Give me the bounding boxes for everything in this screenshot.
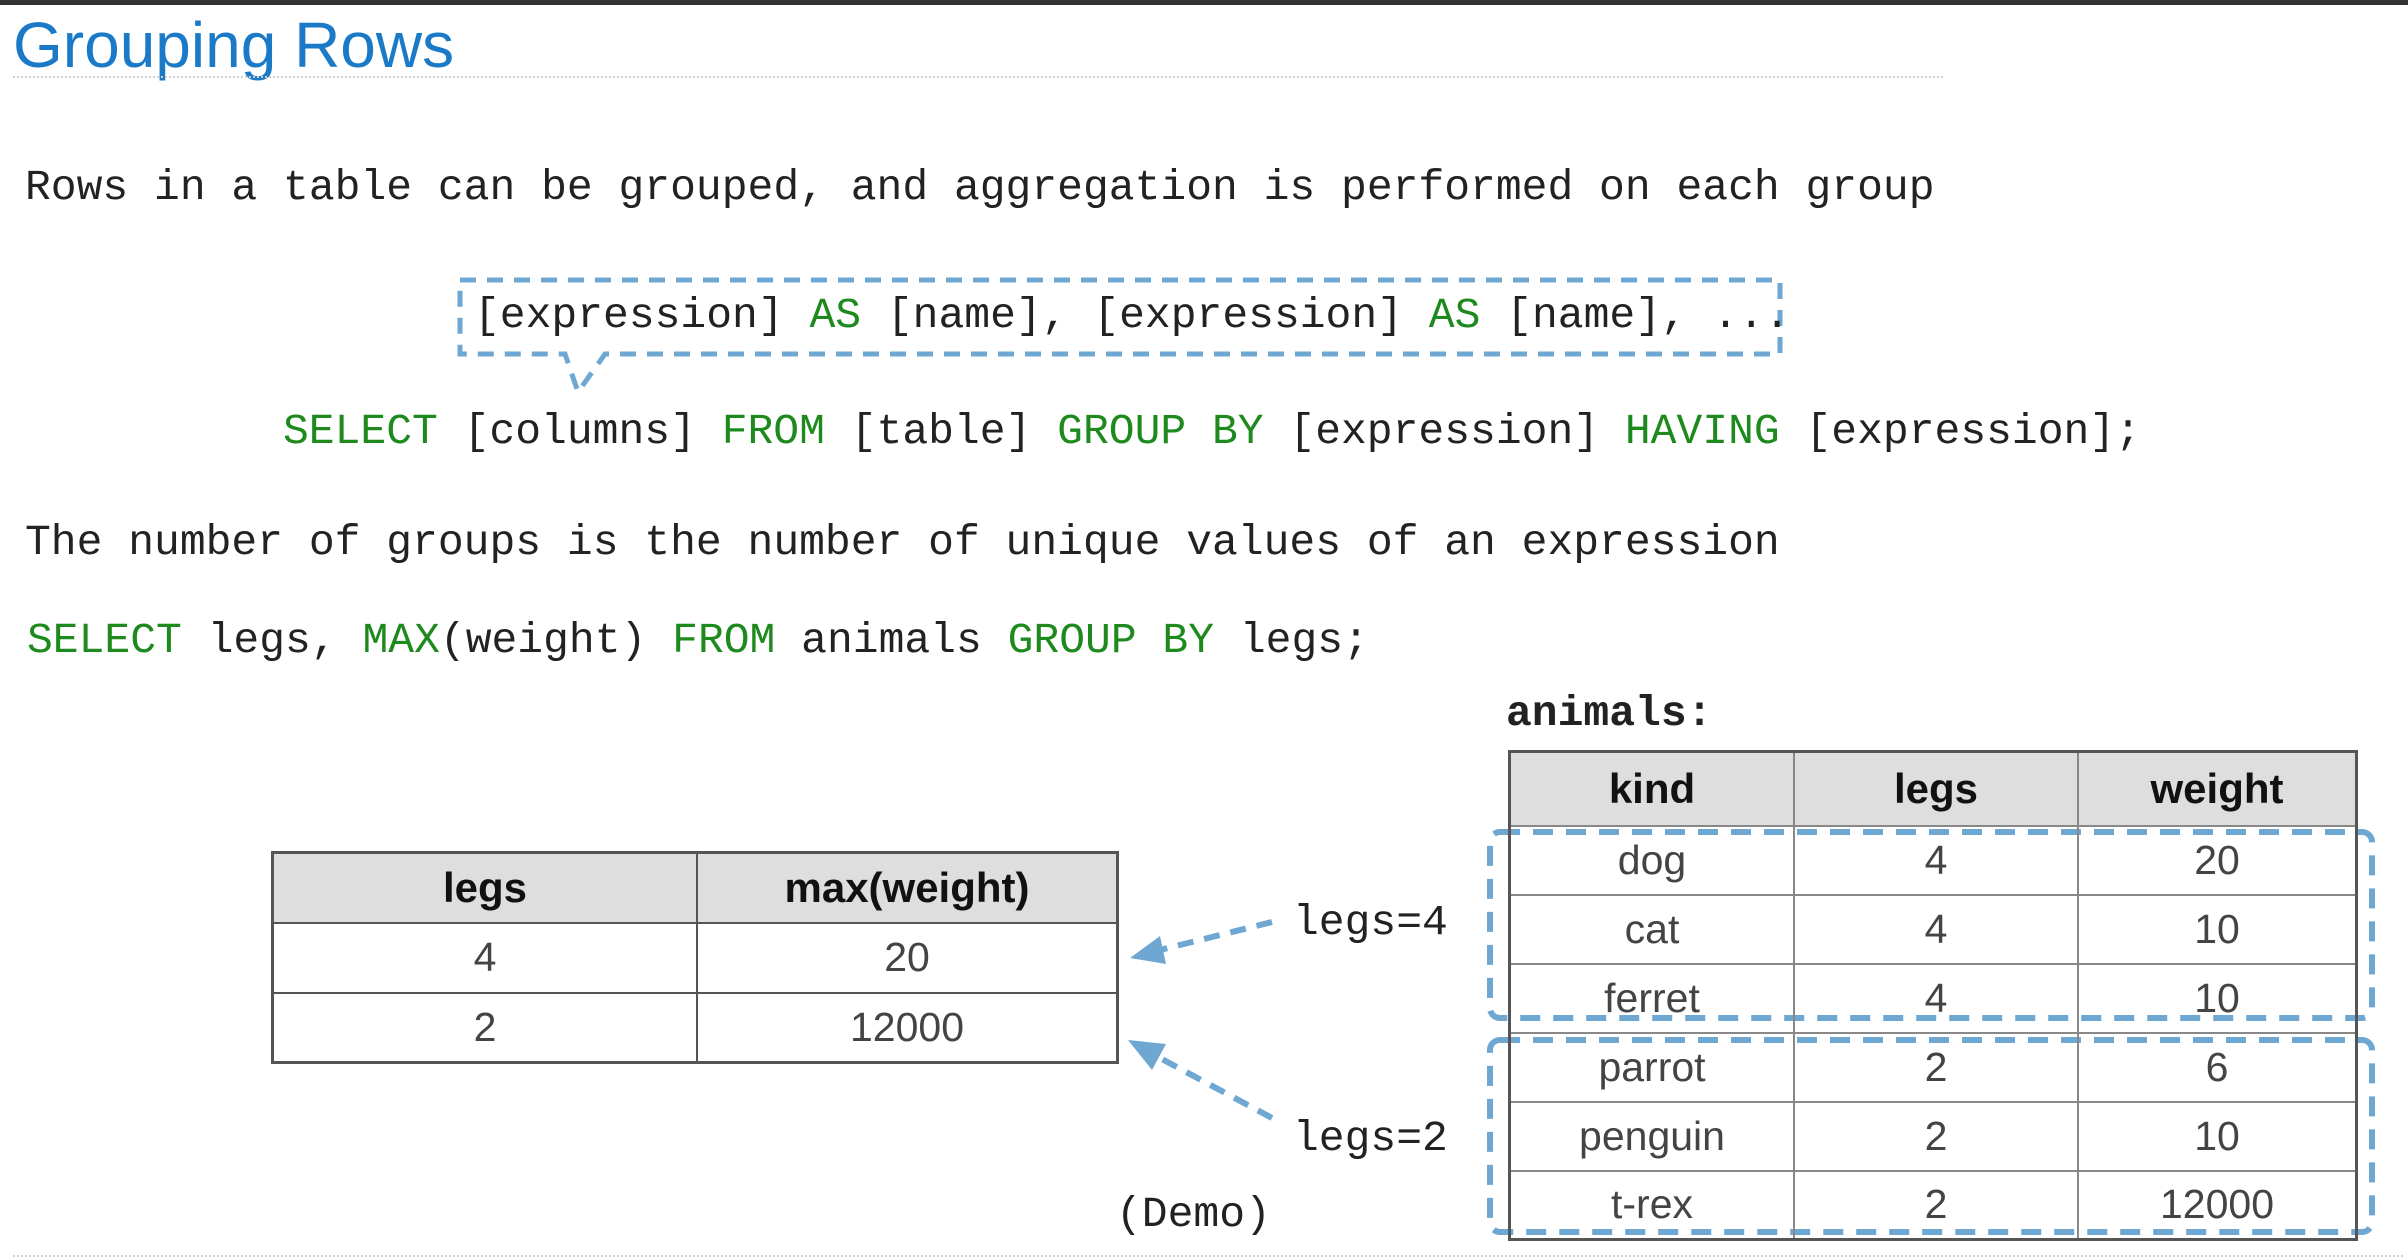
top-bar: [0, 0, 2408, 5]
animals-cell: penguin: [1508, 1100, 1795, 1172]
columns-callout-box: [457, 277, 1783, 398]
select-syntax: SELECT [columns] FROM [table] GROUP BY […: [283, 407, 2141, 456]
table-row: 4 20: [271, 921, 1119, 994]
arrow-legs2-head: [1128, 1040, 1166, 1070]
groups-note: The number of groups is the number of un…: [25, 518, 1780, 567]
columns-expansion: [expression] AS [name], [expression] AS …: [474, 291, 1791, 340]
animals-cell: 20: [2077, 824, 2358, 896]
animals-header-legs: legs: [1793, 750, 2079, 827]
animals-cell: cat: [1508, 893, 1795, 965]
table-row: penguin 2 10: [1508, 1100, 2358, 1172]
table-row: 2 12000: [271, 991, 1119, 1064]
table-row: dog 4 20: [1508, 824, 2358, 896]
intro-text: Rows in a table can be grouped, and aggr…: [25, 163, 1935, 212]
result-table: legs max(weight) 4 20 2 12000: [271, 851, 1119, 1064]
demo-label: (Demo): [1116, 1190, 1271, 1239]
animals-table: kind legs weight dog 4 20 cat 4 10 ferre…: [1508, 750, 2358, 1241]
animals-cell: parrot: [1508, 1031, 1795, 1103]
animals-cell: 10: [2077, 1100, 2358, 1172]
arrow-legs4-line: [1159, 919, 1273, 953]
animals-cell: 10: [2077, 962, 2358, 1034]
animals-header-weight: weight: [2077, 750, 2358, 827]
group-label-legs4: legs=4: [1293, 898, 1448, 947]
title-divider: [13, 76, 1943, 78]
bottom-divider: [13, 1255, 2403, 1257]
animals-cell: t-rex: [1508, 1169, 1795, 1241]
animals-cell: 2: [1793, 1031, 2079, 1103]
slide-title: Grouping Rows: [13, 9, 455, 81]
animals-cell: 2: [1793, 1100, 2079, 1172]
arrow-legs4-head: [1130, 936, 1166, 964]
animals-cell: ferret: [1508, 962, 1795, 1034]
animals-cell: 10: [2077, 893, 2358, 965]
result-header-max-weight: max(weight): [696, 851, 1119, 924]
animals-cell: 4: [1793, 824, 2079, 896]
result-cell: 4: [271, 921, 698, 994]
animals-cell: 4: [1793, 962, 2079, 1034]
table-row: cat 4 10: [1508, 893, 2358, 965]
example-query: SELECT legs, MAX(weight) FROM animals GR…: [27, 616, 1369, 665]
table-row: ferret 4 10: [1508, 962, 2358, 1034]
animals-label: animals:: [1506, 689, 1713, 738]
table-row: t-rex 2 12000: [1508, 1169, 2358, 1241]
group-label-legs2: legs=2: [1293, 1114, 1448, 1163]
result-header-legs: legs: [271, 851, 698, 924]
animals-header-kind: kind: [1508, 750, 1795, 827]
result-cell: 12000: [696, 991, 1119, 1064]
animals-cell: 6: [2077, 1031, 2358, 1103]
table-row: parrot 2 6: [1508, 1031, 2358, 1103]
result-cell: 2: [271, 991, 698, 1064]
animals-cell: 2: [1793, 1169, 2079, 1241]
animals-cell: dog: [1508, 824, 1795, 896]
animals-cell: 4: [1793, 893, 2079, 965]
animals-cell: 12000: [2077, 1169, 2358, 1241]
result-cell: 20: [696, 921, 1119, 994]
arrow-legs2-line: [1158, 1055, 1274, 1121]
